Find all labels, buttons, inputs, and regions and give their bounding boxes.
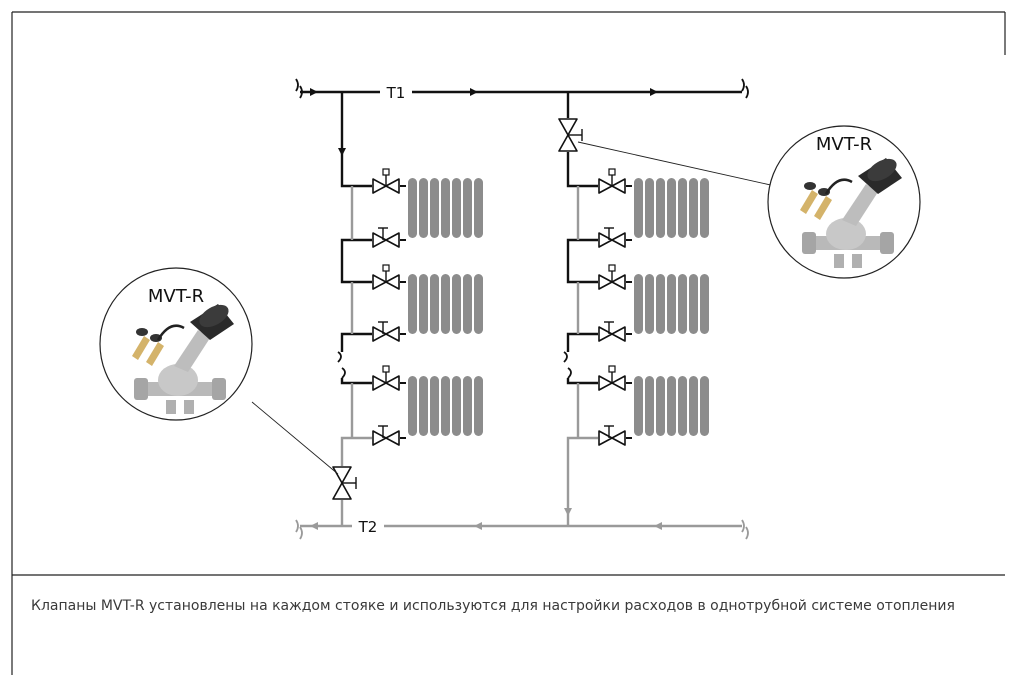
flow-arrow-icon [654,522,662,530]
balancing-valve-icon [332,466,357,500]
return-valve-icon [598,227,626,248]
flow-arrow-icon [474,522,482,530]
return-valve-icon [598,321,626,342]
return-valve-icon [372,425,400,446]
radiator [408,178,483,238]
return-valve-icon [372,227,400,248]
thermostatic-valve-icon [372,264,400,290]
callout-leader-line [251,401,339,475]
thermostatic-valve-icon [372,365,400,391]
right-radiator-valves [598,168,626,446]
return-valve-icon [598,425,626,446]
valve-callout-left-label: MVT-R [148,286,204,307]
left-riser [337,92,406,526]
supply-line-label: T1 [386,84,406,102]
right-riser [563,92,632,526]
figure-caption: Клапаны MVT-R установлены на каждом стоя… [31,598,955,614]
thermostatic-valve-icon [598,168,626,194]
flow-arrow-icon [650,88,658,96]
right-radiators [634,178,709,436]
return-valve-icon [372,321,400,342]
radiator [408,376,483,436]
valve-callout-right [767,125,921,279]
thermostatic-valve-icon [372,168,400,194]
callout-leader-line [577,141,776,187]
left-radiators [408,178,483,436]
radiator [408,274,483,334]
flow-arrow-icon [338,148,346,156]
flow-arrow-icon [564,508,572,516]
valve-callout-left [99,267,253,421]
flow-arrow-icon [470,88,478,96]
balancing-valve-icon [558,118,583,152]
thermostatic-valve-icon [598,365,626,391]
radiator [634,274,709,334]
radiator [634,376,709,436]
thermostatic-valve-icon [598,264,626,290]
flow-arrow-icon [310,88,318,96]
supply-line [295,78,749,99]
left-radiator-valves [372,168,400,446]
return-line-label: T2 [358,518,378,536]
radiator [634,178,709,238]
valve-callout-right-label: MVT-R [816,134,872,155]
return-line [295,519,749,540]
flow-arrow-icon [310,522,318,530]
